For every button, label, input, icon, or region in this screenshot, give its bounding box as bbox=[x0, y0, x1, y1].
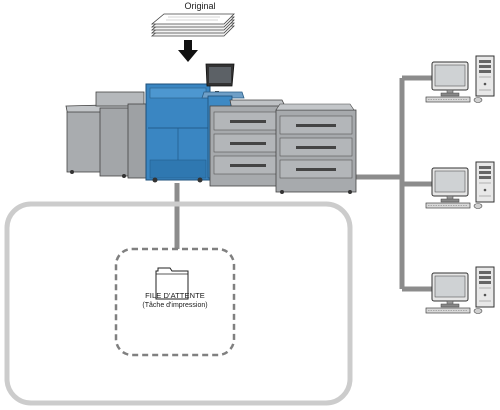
controller-panel bbox=[4, 201, 353, 406]
desktop-computer-icon bbox=[425, 55, 495, 103]
production-printer-icon bbox=[65, 63, 357, 194]
print-queue-box bbox=[114, 247, 236, 357]
desktop-computer-icon bbox=[425, 161, 495, 209]
document-stack-icon bbox=[150, 13, 235, 37]
desktop-computer-icon bbox=[425, 266, 495, 314]
original-label: Original bbox=[184, 1, 216, 11]
down-arrow-icon bbox=[178, 40, 198, 62]
folder-icon bbox=[155, 267, 189, 300]
queue-subtitle: (Tâche d'impression) bbox=[142, 302, 208, 309]
queue-title: FILE D'ATTENTE bbox=[145, 291, 205, 300]
